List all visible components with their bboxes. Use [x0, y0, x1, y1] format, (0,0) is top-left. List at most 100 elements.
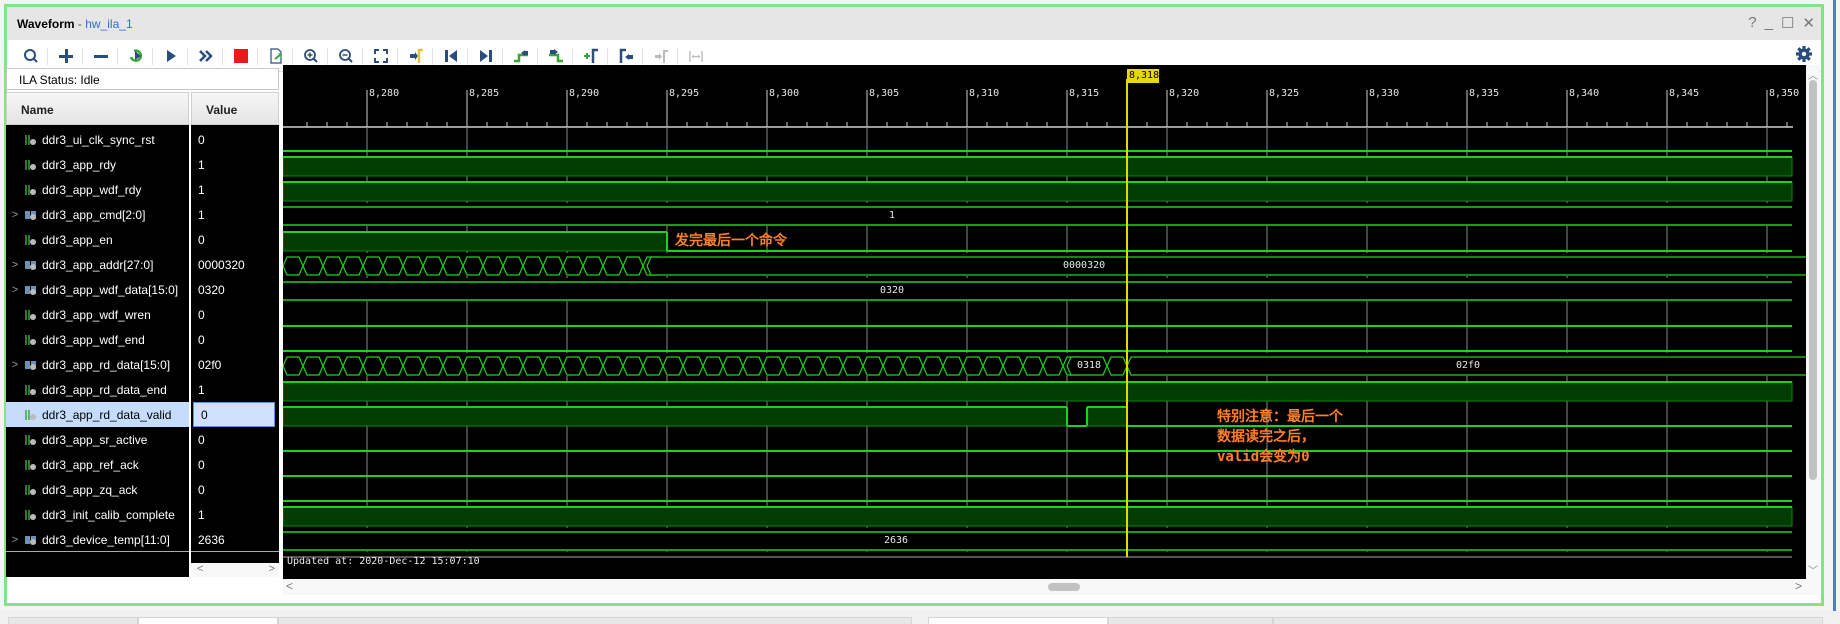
- bottom-tab[interactable]: [278, 617, 912, 624]
- signal-value[interactable]: 1: [198, 382, 205, 397]
- run-trigger-immediate-button[interactable]: [124, 45, 148, 67]
- vertical-scroll-thumb[interactable]: [1809, 80, 1817, 480]
- zoom-fit-button[interactable]: [369, 45, 393, 67]
- previous-marker-button[interactable]: [614, 45, 638, 67]
- signal-row[interactable]: ddr3_app_ref_ack: [6, 452, 189, 477]
- scroll-left-icon[interactable]: <: [286, 579, 294, 593]
- signal-value[interactable]: 0: [198, 332, 205, 347]
- timeline-tick-label: 8,330: [1369, 88, 1400, 99]
- search-button[interactable]: [19, 45, 43, 67]
- export-button[interactable]: [264, 45, 288, 67]
- next-transition-button[interactable]: [544, 45, 568, 67]
- bottom-tab[interactable]: [1108, 617, 1273, 624]
- signal-row[interactable]: ddr3_app_rdy: [6, 152, 189, 177]
- add-button[interactable]: [54, 45, 78, 67]
- column-header-value[interactable]: Value: [191, 92, 279, 125]
- signal-value[interactable]: 0000320: [198, 257, 245, 272]
- run-trigger-continuous-button[interactable]: [194, 45, 218, 67]
- signal-row[interactable]: ddr3_app_sr_active: [6, 427, 189, 452]
- signal-row[interactable]: ddr3_ui_clk_sync_rst: [6, 127, 189, 152]
- bottom-tab[interactable]: [8, 617, 138, 624]
- go-to-time-zero-button[interactable]: [439, 45, 463, 67]
- expand-chevron-icon[interactable]: >: [11, 258, 19, 271]
- signal-row[interactable]: ddr3_app_wdf_wren: [6, 302, 189, 327]
- expand-chevron-icon[interactable]: >: [11, 358, 19, 371]
- signal-value[interactable]: 0: [198, 432, 205, 447]
- zoom-in-button[interactable]: [299, 45, 323, 67]
- bottom-tab-active[interactable]: [138, 617, 278, 624]
- expand-chevron-icon[interactable]: >: [11, 208, 19, 221]
- signal-value[interactable]: 1: [198, 182, 205, 197]
- signal-row[interactable]: >ddr3_app_rd_data[15:0]: [6, 352, 189, 377]
- annotation-note-1: 发完最后一个命令: [675, 233, 787, 249]
- timeline-tick-label: 8,350: [1769, 88, 1800, 99]
- bottom-tab[interactable]: [1273, 617, 1823, 624]
- signal-value[interactable]: 0: [198, 307, 205, 322]
- scroll-left-icon[interactable]: <: [197, 563, 204, 575]
- settings-button[interactable]: [1795, 45, 1813, 68]
- add-marker-button[interactable]: [579, 45, 603, 67]
- bus-signal-icon: [24, 534, 38, 546]
- scroll-up-icon[interactable]: ︿: [1808, 71, 1818, 82]
- timeline-tick-label: 8,345: [1669, 88, 1700, 99]
- value-horizontal-scrollbar[interactable]: <>: [191, 563, 279, 577]
- signal-row[interactable]: >ddr3_device_temp[11:0]: [6, 527, 189, 552]
- go-to-last-time-button[interactable]: [474, 45, 498, 67]
- signal-row[interactable]: ddr3_app_en: [6, 227, 189, 252]
- signal-value[interactable]: 0: [198, 482, 205, 497]
- signal-value[interactable]: 02f0: [198, 357, 222, 372]
- signal-row[interactable]: >ddr3_app_wdf_data[15:0]: [6, 277, 189, 302]
- expand-chevron-icon[interactable]: >: [11, 283, 19, 296]
- bit-signal-icon: [24, 409, 38, 421]
- next-marker-button[interactable]: [649, 45, 673, 67]
- signal-name: ddr3_app_wdf_wren: [42, 307, 151, 322]
- timeline-tick-label: 8,310: [969, 88, 1000, 99]
- signal-name: ddr3_app_wdf_rdy: [42, 182, 142, 197]
- signal-value[interactable]: 0: [198, 132, 205, 147]
- close-icon[interactable]: ✕: [1802, 15, 1815, 32]
- signal-row[interactable]: ddr3_app_zq_ack: [6, 477, 189, 502]
- refresh-run-icon: [129, 49, 143, 62]
- signal-row[interactable]: ddr3_app_rd_data_end: [6, 377, 189, 402]
- signal-name: ddr3_init_calib_complete: [42, 507, 175, 522]
- list-end-divider: [6, 551, 189, 552]
- stop-button[interactable]: [229, 45, 253, 67]
- scroll-down-icon[interactable]: ﹀: [1808, 566, 1818, 577]
- signal-row[interactable]: ddr3_app_wdf_rdy: [6, 177, 189, 202]
- waveform-horizontal-scrollbar[interactable]: < >: [283, 579, 1820, 595]
- signal-value[interactable]: 0320: [198, 282, 225, 297]
- signal-value[interactable]: 0: [198, 232, 205, 247]
- minimize-icon[interactable]: _: [1764, 14, 1773, 31]
- signal-value[interactable]: 1: [198, 207, 205, 222]
- bottom-tab-active[interactable]: [928, 617, 1108, 624]
- vertical-scrollbar[interactable]: ︿ ﹀: [1806, 65, 1820, 579]
- signal-value[interactable]: 1: [198, 507, 205, 522]
- help-icon[interactable]: ?: [1748, 14, 1757, 31]
- signal-row[interactable]: ddr3_init_calib_complete: [6, 502, 189, 527]
- signal-row[interactable]: ddr3_app_wdf_end: [6, 327, 189, 352]
- bus-value-label: 2636: [884, 535, 909, 546]
- list-end-divider: [191, 551, 279, 552]
- signal-row[interactable]: >ddr3_app_addr[27:0]: [6, 252, 189, 277]
- signal-row[interactable]: >ddr3_app_cmd[2:0]: [6, 202, 189, 227]
- run-trigger-button[interactable]: [159, 45, 183, 67]
- scroll-right-icon[interactable]: >: [268, 563, 275, 575]
- column-header-name[interactable]: Name: [6, 92, 189, 125]
- signal-value[interactable]: 1: [198, 157, 205, 172]
- previous-transition-button[interactable]: [509, 45, 533, 67]
- signal-row[interactable]: ddr3_app_rd_data_valid: [6, 402, 189, 427]
- zoom-out-button[interactable]: [334, 45, 358, 67]
- scroll-right-icon[interactable]: >: [1794, 579, 1802, 593]
- horizontal-scroll-thumb[interactable]: [1048, 583, 1080, 591]
- signal-value[interactable]: 0: [193, 402, 275, 427]
- expand-chevron-icon[interactable]: >: [11, 533, 19, 546]
- signal-value[interactable]: 0: [198, 457, 205, 472]
- swap-cursors-button[interactable]: [684, 45, 708, 67]
- remove-button[interactable]: [89, 45, 113, 67]
- go-to-cursor-button[interactable]: [404, 45, 428, 67]
- maximize-icon[interactable]: ☐: [1780, 15, 1795, 32]
- toolbar-divider: [152, 48, 153, 65]
- signal-value[interactable]: 2636: [198, 532, 225, 547]
